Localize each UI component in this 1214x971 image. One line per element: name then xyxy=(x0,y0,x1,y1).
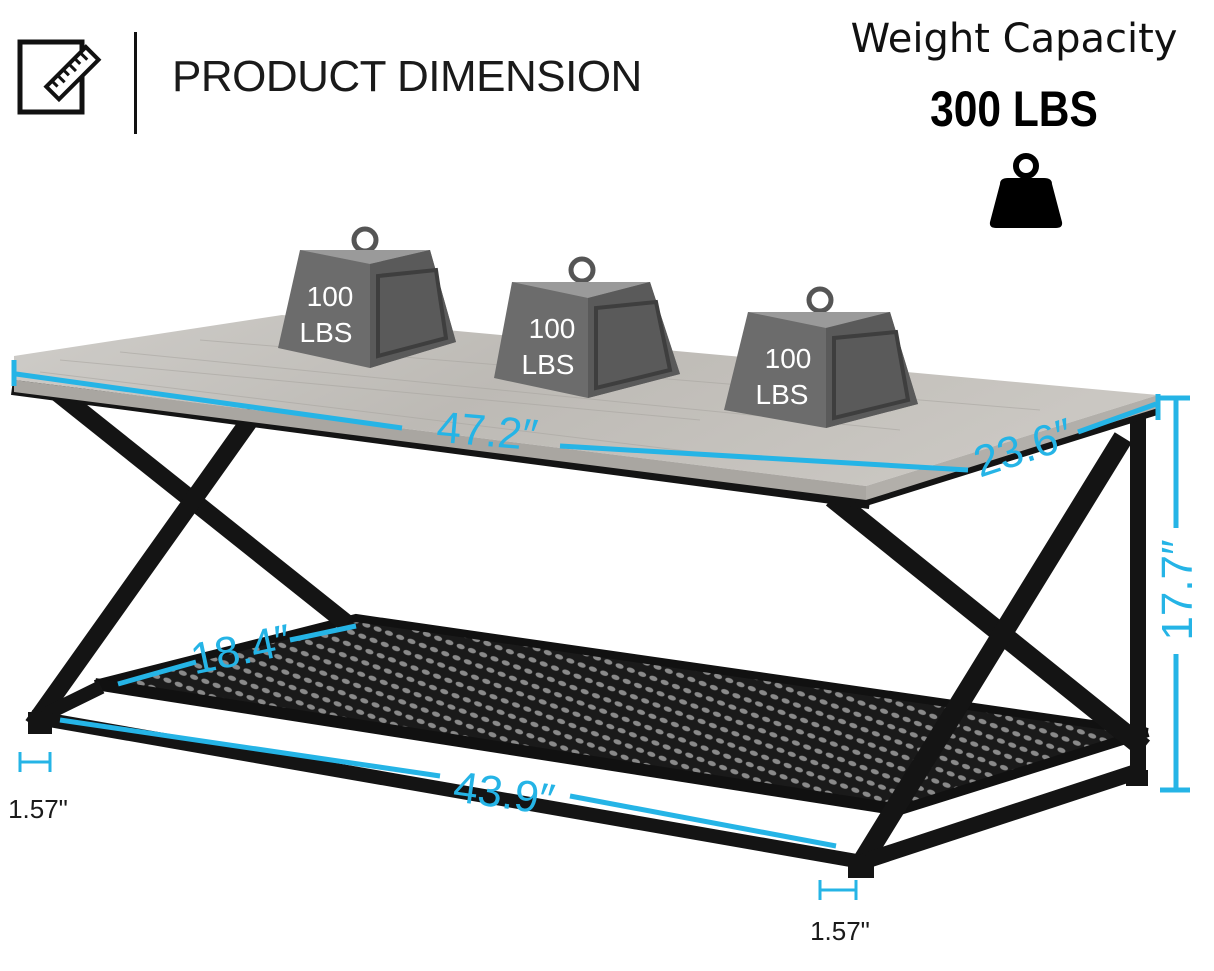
dim-leg-left-label: 1.57" xyxy=(8,794,68,824)
weight-3 xyxy=(724,286,918,428)
weight-2-line1: 100 xyxy=(529,313,576,344)
foot-right xyxy=(848,856,874,878)
weight-1-line1: 100 xyxy=(307,281,354,312)
weight-3-line1: 100 xyxy=(765,343,812,374)
weight-1 xyxy=(278,226,456,368)
weight-labels: 100 LBS 100 LBS 100 LBS xyxy=(300,281,812,410)
page-title: PRODUCT DIMENSION xyxy=(172,52,642,101)
tabletop xyxy=(14,315,1158,486)
dim-leg-right-label: 1.57" xyxy=(810,916,870,946)
weight-capacity-label: Weight Capacity xyxy=(850,16,1178,62)
weight-capacity-value: 300 LBS xyxy=(930,81,1098,137)
weight-2 xyxy=(494,256,680,398)
header-divider xyxy=(134,32,137,134)
mesh-shelf xyxy=(95,618,1148,810)
foot-rear xyxy=(1126,770,1148,786)
foot-left xyxy=(28,712,52,734)
dimension-lines xyxy=(11,360,1190,900)
weight-1-line2: LBS xyxy=(300,317,353,348)
dim-length-label: 47.2″ xyxy=(435,403,540,461)
dim-shelf-length-label: 43.9″ xyxy=(450,762,557,825)
dim-height-label: 17.7″ xyxy=(1153,539,1202,640)
weight-3-line2: LBS xyxy=(756,379,809,410)
ruler-note-icon xyxy=(17,39,102,115)
weight-icon xyxy=(989,153,1063,228)
weight-2-line2: LBS xyxy=(522,349,575,380)
